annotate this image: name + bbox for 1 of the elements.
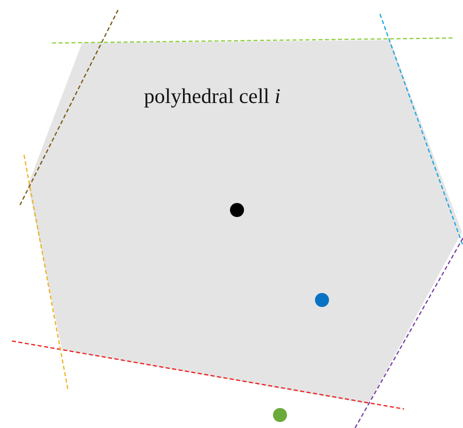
cell-label: polyhedral cell i [144, 84, 280, 109]
